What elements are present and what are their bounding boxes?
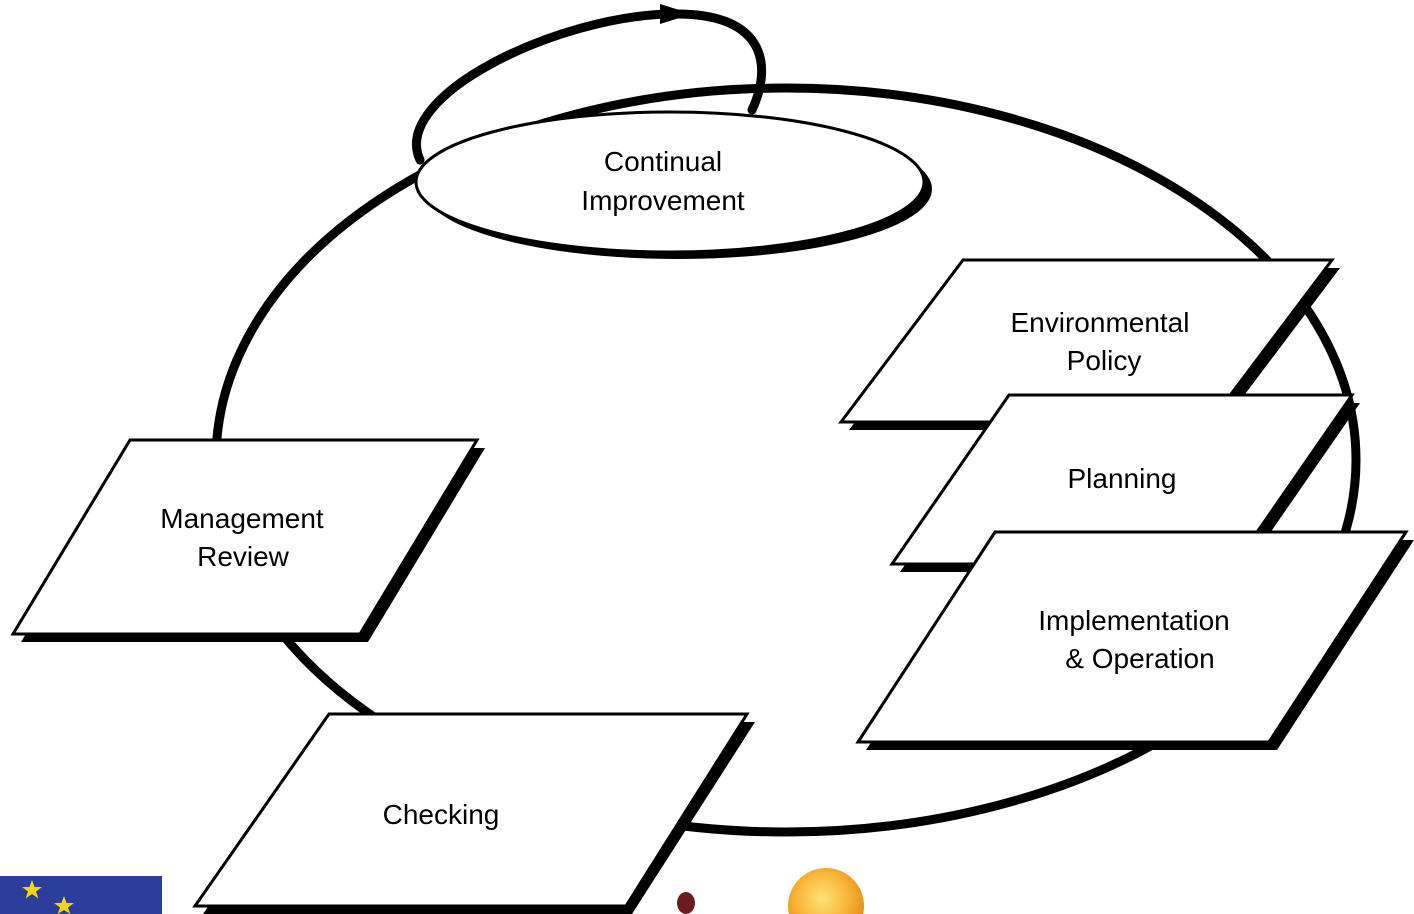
dot-icon	[677, 892, 695, 914]
improvement-loop-arrow	[412, 9, 767, 165]
eu-flag-icon	[0, 876, 162, 914]
management-review-label-line2: Review	[197, 541, 290, 572]
continual-improvement-label-line2: Improvement	[581, 185, 745, 216]
planning-label: Planning	[1068, 463, 1177, 494]
node-continual-improvement: Continual Improvement	[414, 110, 932, 259]
management-review-label-line1: Management	[160, 503, 324, 534]
environmental-policy-label-line1: Environmental	[1011, 307, 1190, 338]
implementation-label-line2: & Operation	[1065, 643, 1214, 674]
node-implementation-operation: Implementation & Operation	[855, 530, 1414, 750]
node-environmental-policy: Environmental Policy	[837, 258, 1340, 430]
sun-icon	[788, 868, 864, 914]
continual-improvement-label-line1: Continual	[604, 146, 722, 177]
node-checking: Checking	[192, 712, 755, 914]
node-planning: Planning	[889, 393, 1360, 572]
cycle-arrow-icon	[660, 4, 692, 24]
implementation-label-line1: Implementation	[1038, 605, 1229, 636]
node-management-review: Management Review	[10, 438, 485, 642]
checking-label: Checking	[383, 799, 500, 830]
environmental-policy-label-line2: Policy	[1067, 345, 1142, 376]
